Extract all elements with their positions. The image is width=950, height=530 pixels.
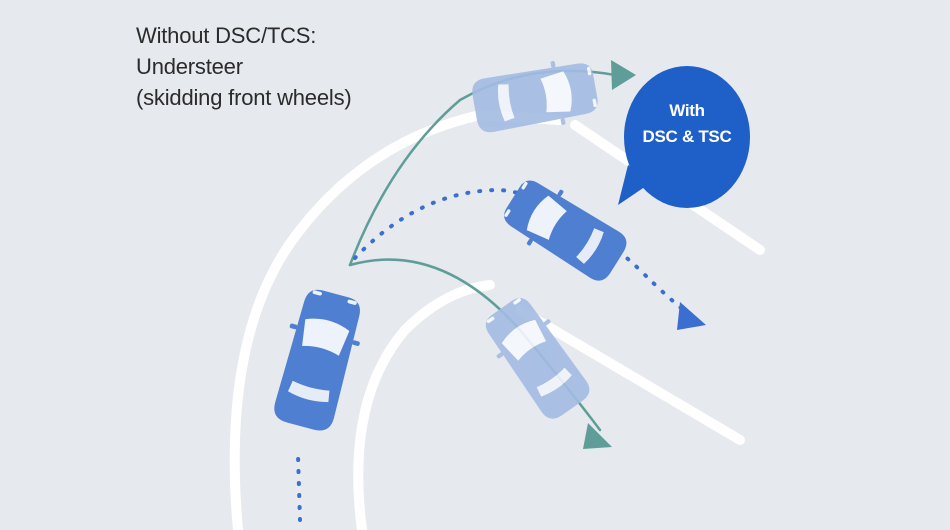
car-dsc-icon	[495, 170, 635, 290]
understeer-caption: Without DSC/TCS: Understeer (skidding fr…	[136, 20, 352, 113]
road	[229, 109, 765, 530]
bubble-line-2: DSC & TSC	[642, 127, 732, 146]
approach-path	[296, 453, 302, 522]
caption-line-2: Understeer	[136, 54, 243, 79]
road-inner-edge-right	[515, 305, 745, 445]
dsc-speech-bubble	[618, 66, 750, 208]
arrowhead-icon	[611, 60, 636, 90]
road-inner-edge	[353, 280, 495, 530]
caption-line-1: Without DSC/TCS:	[136, 23, 317, 48]
caption-line-3: (skidding front wheels)	[136, 85, 352, 110]
bubble-label: With DSC & TSC	[632, 98, 742, 150]
car-entering-icon	[265, 284, 371, 436]
bubble-line-1: With	[669, 101, 705, 120]
road-outer-edge	[229, 109, 565, 530]
arrowhead-icon	[677, 302, 706, 330]
arrowhead-icon	[583, 423, 612, 449]
